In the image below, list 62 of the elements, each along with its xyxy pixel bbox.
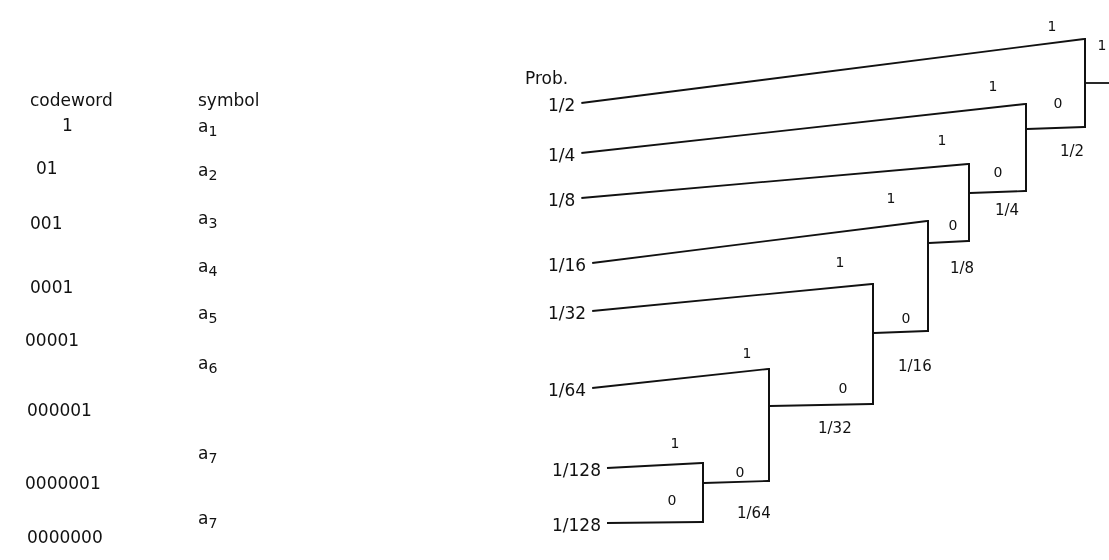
probability-text: 1/4 xyxy=(548,145,576,165)
bracket-line xyxy=(927,220,929,332)
tree-branch-line xyxy=(928,240,969,244)
probability-text: 1/128 xyxy=(552,515,601,535)
probability-text: 1/8 xyxy=(548,190,576,210)
probability-text: 1/128 xyxy=(552,460,601,480)
tree-branch-line xyxy=(873,330,928,334)
merged-probability-text: 1/4 xyxy=(995,201,1020,219)
symbol-text: a$_{6}$ xyxy=(198,353,218,377)
symbol-text: a$_{4}$ xyxy=(198,256,218,280)
codeword-text: 1 xyxy=(62,115,73,135)
tree-branch-line xyxy=(703,480,769,484)
column-header: Prob. xyxy=(525,68,569,88)
edge-label: 0 xyxy=(899,310,913,326)
probability-text: 1/32 xyxy=(548,303,587,323)
symbol-text: a$_{5}$ xyxy=(198,303,218,327)
probability-text: 1/16 xyxy=(548,255,587,275)
tree-branch-line xyxy=(769,403,873,407)
tree-branch-line xyxy=(1085,82,1109,84)
merged-probability-text: 1/16 xyxy=(898,357,932,375)
codeword-text: 001 xyxy=(30,213,63,233)
merged-probability-text: 1/64 xyxy=(737,504,771,522)
bracket-line xyxy=(702,462,704,523)
codeword-text: 01 xyxy=(36,158,58,178)
tree-branch-line xyxy=(969,190,1026,194)
merged-probability-text: 1/32 xyxy=(818,419,852,437)
probability-text: 1/2 xyxy=(548,95,576,115)
symbol-text: a$_{7}$ xyxy=(198,443,218,467)
bracket-line xyxy=(872,283,874,405)
tree-branch-line xyxy=(580,103,1026,154)
symbol-text: a$_{3}$ xyxy=(198,208,218,232)
edge-label: 0 xyxy=(665,492,679,508)
tree-branch-line xyxy=(591,283,873,312)
bracket-line xyxy=(1025,103,1027,192)
tree-branch-line xyxy=(591,220,928,264)
edge-label: 0 xyxy=(1051,95,1065,111)
symbol-text: a$_{2}$ xyxy=(198,160,218,184)
column-header: symbol xyxy=(198,90,260,110)
merged-probability-text: 1/2 xyxy=(1060,142,1085,160)
column-header: codeword xyxy=(30,90,113,110)
bracket-line xyxy=(968,163,970,242)
edge-label: 0 xyxy=(836,380,850,396)
probability-text: 1/64 xyxy=(548,380,587,400)
tree-branch-line xyxy=(606,462,703,469)
tree-branch-line xyxy=(580,38,1085,104)
tree-branch-line xyxy=(591,368,769,389)
codeword-text: 0001 xyxy=(30,277,74,297)
edge-label: 0 xyxy=(733,464,747,480)
tree-branch-line xyxy=(606,521,703,524)
bracket-line xyxy=(768,368,770,482)
codeword-text: 0000001 xyxy=(25,473,101,493)
codeword-text: 0000000 xyxy=(27,527,103,547)
codeword-text: 000001 xyxy=(27,400,92,420)
tree-branch-line xyxy=(580,163,969,199)
edge-label: 0 xyxy=(991,164,1005,180)
symbol-text: a$_{1}$ xyxy=(198,116,218,140)
tree-branch-line xyxy=(1026,126,1085,130)
codeword-text: 00001 xyxy=(25,330,80,350)
edge-label: 0 xyxy=(946,217,960,233)
bracket-line xyxy=(1084,38,1086,128)
symbol-text: a$_{7}$ xyxy=(198,508,218,532)
merged-probability-text: 1/8 xyxy=(950,259,975,277)
